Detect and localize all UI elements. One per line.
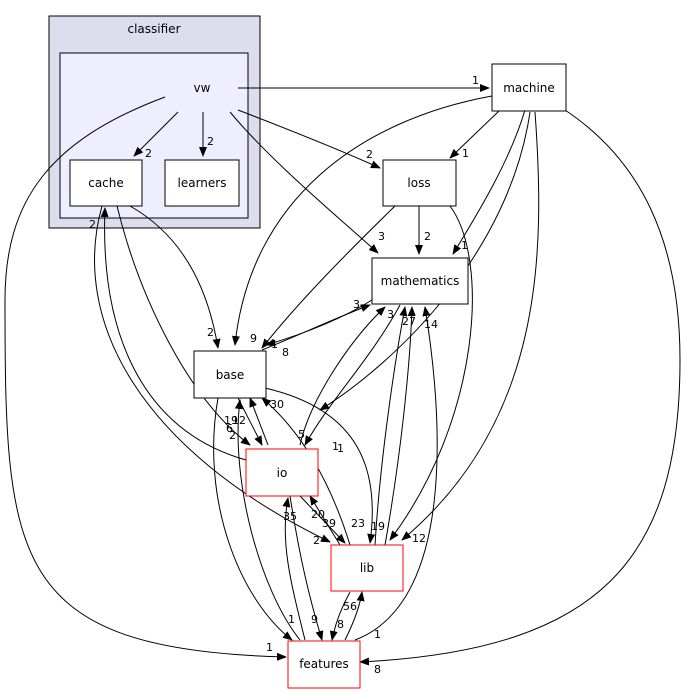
- label-base-features: 1: [288, 613, 295, 626]
- label-lib-features-one: 1: [374, 628, 381, 641]
- label-io-cache: 2: [89, 218, 96, 231]
- label-vw-machine: 1: [472, 74, 479, 87]
- edge-vw-mathematics: [229, 111, 379, 254]
- node-loss-label: loss: [407, 176, 430, 190]
- label-machine-lib: 12: [412, 532, 426, 545]
- node-lib-label: lib: [360, 561, 374, 575]
- label-vw-mathematics: 3: [378, 230, 385, 243]
- label-lib-base: 30: [270, 398, 284, 411]
- node-lib[interactable]: lib: [330, 544, 404, 592]
- node-base-label: base: [216, 368, 245, 382]
- edge-lib-math-2: [384, 306, 416, 546]
- node-features-label: features: [299, 657, 349, 671]
- edge-cache-lib: [94, 205, 331, 543]
- edge-machine-base: [231, 95, 493, 346]
- edge-machine-features: [359, 109, 681, 666]
- label-loss-base: 1: [271, 338, 278, 351]
- label-machine-io: 1: [332, 440, 339, 453]
- label-cache-io: 2: [229, 429, 236, 442]
- label-base-io: 5: [298, 428, 305, 441]
- label-lib-extra: 19: [371, 520, 385, 533]
- label-math-base: 8: [282, 346, 289, 359]
- label-vw-cache: 2: [145, 147, 152, 160]
- label-base-math: 3: [353, 298, 360, 311]
- label-features-math: 14: [424, 318, 438, 331]
- label-lib-io: 20: [311, 508, 325, 521]
- node-mathematics[interactable]: mathematics: [371, 257, 469, 305]
- label-machine-mathematics: 1: [461, 239, 468, 252]
- node-learners-label: learners: [178, 176, 227, 190]
- edge-io-features: [289, 495, 324, 641]
- edge-lib-features: [329, 591, 351, 641]
- label-cache-lib: 2: [313, 534, 320, 547]
- edge-loss-lib: [389, 205, 473, 541]
- cluster-classifier-label: classifier: [128, 22, 181, 36]
- node-loss[interactable]: loss: [382, 159, 457, 207]
- node-io-label: io: [277, 466, 288, 480]
- edge-cache-io: [116, 205, 251, 446]
- node-vw-label[interactable]: vw: [194, 81, 211, 95]
- edge-io-lib: [299, 495, 346, 544]
- label-features-io: 35: [283, 510, 297, 523]
- edge-machine-mathematics: [452, 109, 526, 255]
- node-machine-label: machine: [503, 81, 555, 95]
- node-mathematics-label: mathematics: [381, 274, 460, 288]
- label-vw-loss: 2: [366, 148, 373, 161]
- edge-io-cache: [100, 207, 247, 461]
- label-machine-features: 8: [374, 663, 381, 676]
- edge-lib-io: [309, 495, 341, 546]
- node-base[interactable]: base: [193, 350, 267, 399]
- label-base-lib: 23: [351, 517, 365, 530]
- edge-machine-loss: [449, 109, 501, 159]
- label-io-lib: 39: [322, 517, 336, 530]
- node-cache-label: cache: [88, 176, 124, 190]
- edge-base-features: [213, 397, 293, 641]
- label-io-extra: 6: [226, 422, 233, 435]
- edge-base-math: [261, 304, 371, 351]
- edge-lib-math: [374, 306, 408, 546]
- edge-cache-base: [129, 205, 221, 349]
- node-io[interactable]: io: [245, 448, 319, 497]
- edge-base-lib: [264, 387, 376, 544]
- edge-features-base: [234, 399, 301, 641]
- edge-vw-cache: [133, 111, 179, 157]
- edge-loss-base: [261, 205, 396, 349]
- edge-features-lib: [344, 591, 365, 641]
- label-lib-io-one: 1: [337, 442, 344, 455]
- label-loss-mathematics: 2: [424, 230, 431, 243]
- edge-features-math: [354, 306, 438, 641]
- label-vw-learners: 2: [207, 135, 214, 148]
- label-cache-base: 2: [207, 326, 214, 339]
- edge-machine-lib: [401, 111, 540, 541]
- node-machine[interactable]: machine: [491, 63, 567, 112]
- label-features-base: 19: [224, 414, 238, 427]
- edge-math-io: [304, 304, 401, 446]
- node-cache[interactable]: cache: [69, 159, 143, 207]
- node-learners[interactable]: learners: [164, 159, 240, 207]
- label-vw-features: 1: [266, 641, 273, 654]
- label-io-base: 12: [232, 414, 246, 427]
- label-features-lib: 56: [343, 600, 357, 613]
- edge-io-base: [249, 397, 269, 446]
- node-features[interactable]: features: [287, 640, 361, 689]
- label-io-features: 9: [311, 613, 318, 626]
- edge-io-math: [299, 306, 386, 446]
- edge-vw-features: [4, 96, 287, 661]
- label-machine-base: 9: [250, 332, 257, 345]
- label-lib-math: 27: [402, 315, 416, 328]
- label-lib-features: 8: [337, 618, 344, 631]
- edge-vw-loss: [237, 109, 381, 169]
- label-io-math: 3: [387, 308, 394, 321]
- label-machine-loss: 1: [462, 147, 469, 160]
- edge-features-io: [282, 497, 306, 641]
